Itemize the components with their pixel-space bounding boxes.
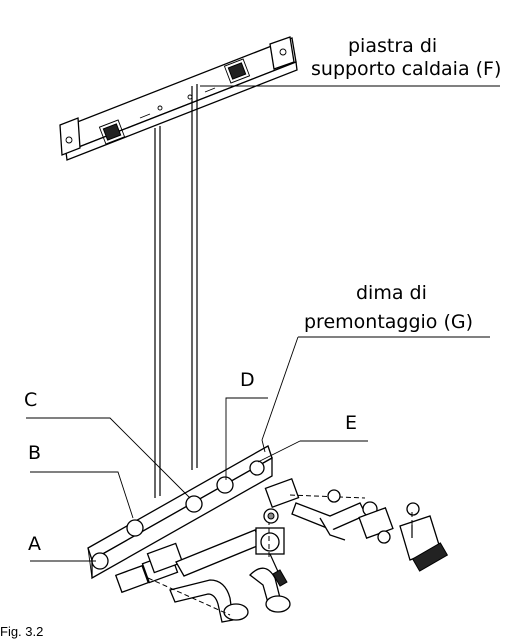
template-label-line1: dima di: [356, 282, 427, 304]
plate-label-line2: supporto caldaia (F): [311, 58, 502, 80]
guide-rods: [154, 84, 198, 498]
label-d: D: [240, 369, 255, 391]
template-label-line2: premontaggio (G): [304, 311, 474, 333]
label-b: B: [28, 442, 42, 464]
letter-leaders: [26, 397, 368, 562]
pipe-fittings: [114, 477, 449, 623]
figure-caption: Fig. 3.2: [0, 624, 44, 639]
label-e: E: [345, 412, 358, 434]
plate-label-line1: piastra di: [348, 35, 438, 57]
boiler-support-plate: [59, 36, 298, 161]
label-c: C: [24, 389, 38, 411]
label-a: A: [28, 533, 41, 555]
